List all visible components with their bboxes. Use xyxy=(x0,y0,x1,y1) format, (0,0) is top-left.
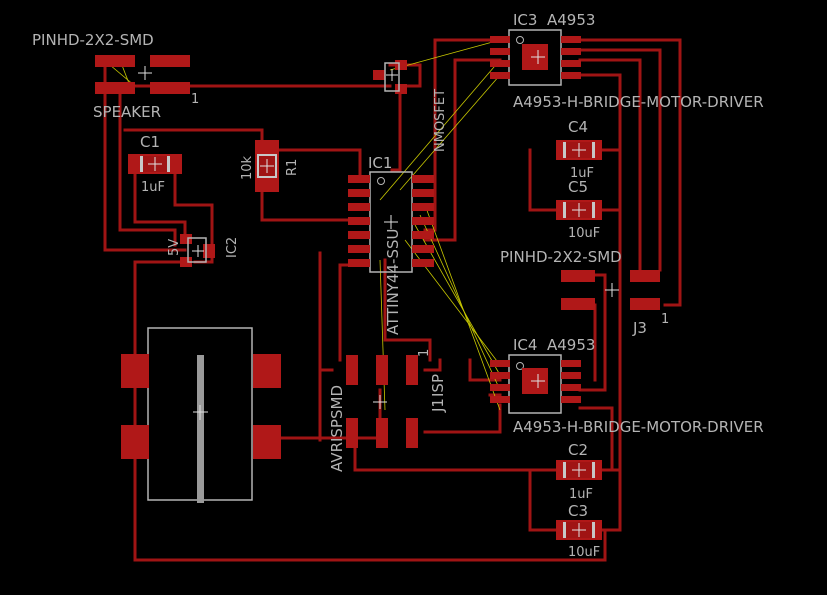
c4-value-label: 1uF xyxy=(570,166,594,181)
c5-name-label: C5 xyxy=(568,178,588,196)
regulator-ic2 xyxy=(180,234,215,267)
c2-value-label: 1uF xyxy=(569,487,593,502)
c1-value-label: 1uF xyxy=(141,180,165,195)
capacitor-c2 xyxy=(556,460,602,480)
j1-name-label: J1 xyxy=(429,398,447,413)
c5-value-label: 10uF xyxy=(568,226,600,241)
resistor-r1 xyxy=(255,140,279,192)
capacitor-c4 xyxy=(556,140,602,160)
c3-value-label: 10uF xyxy=(568,545,600,560)
mcu-ic1 xyxy=(348,171,434,273)
ic2-value-label: 5V xyxy=(167,239,182,256)
pinhd-top-label: PINHD-2X2-SMD xyxy=(32,31,154,49)
r1-value-label: 10k xyxy=(240,155,255,180)
header-j3 xyxy=(561,270,660,310)
j1-pin1-label: 1 xyxy=(417,349,432,357)
r1-name-label: R1 xyxy=(285,159,300,176)
c1-name-label: C1 xyxy=(140,133,160,151)
speaker-pin1-label: 1 xyxy=(191,92,199,107)
c4-name-label: C4 xyxy=(568,118,588,136)
copper-traces xyxy=(103,38,682,562)
c2-name-label: C2 xyxy=(568,441,588,459)
ic4-name-label: IC4 xyxy=(513,336,537,354)
ic3-value-label: A4953-H-BRIDGE-MOTOR-DRIVER xyxy=(513,93,764,111)
capacitor-c3 xyxy=(556,520,602,540)
speaker-label: SPEAKER xyxy=(93,103,161,121)
ic1-value-label: ATTINY44-SSU xyxy=(384,229,402,336)
ic3-name-label: IC3 xyxy=(513,11,537,29)
capacitor-c5 xyxy=(556,200,602,220)
nmosfet-label: NMOSFET xyxy=(433,89,448,152)
mosfet xyxy=(373,60,407,94)
driver-ic4 xyxy=(490,354,581,414)
ic4-value-label: A4953-H-BRIDGE-MOTOR-DRIVER xyxy=(513,418,764,436)
ic2-name-label: IC2 xyxy=(225,237,240,258)
avrisp-label: AVRISPSMD xyxy=(328,385,346,472)
j3-name-label: J3 xyxy=(632,319,647,337)
power-header xyxy=(121,327,281,503)
pinhd-right-label: PINHD-2X2-SMD xyxy=(500,248,622,266)
c3-name-label: C3 xyxy=(568,502,588,520)
j3-pin1-label: 1 xyxy=(661,312,669,327)
isp-header-j1 xyxy=(346,355,418,448)
speaker-header xyxy=(95,55,190,94)
ic3-part-label: A4953 xyxy=(547,11,595,29)
driver-ic3 xyxy=(490,29,581,86)
capacitor-c1 xyxy=(128,154,182,174)
ic4-part-label: A4953 xyxy=(547,336,595,354)
ic1-name-label: IC1 xyxy=(368,154,392,172)
j1-value-label: ISP xyxy=(429,374,447,397)
